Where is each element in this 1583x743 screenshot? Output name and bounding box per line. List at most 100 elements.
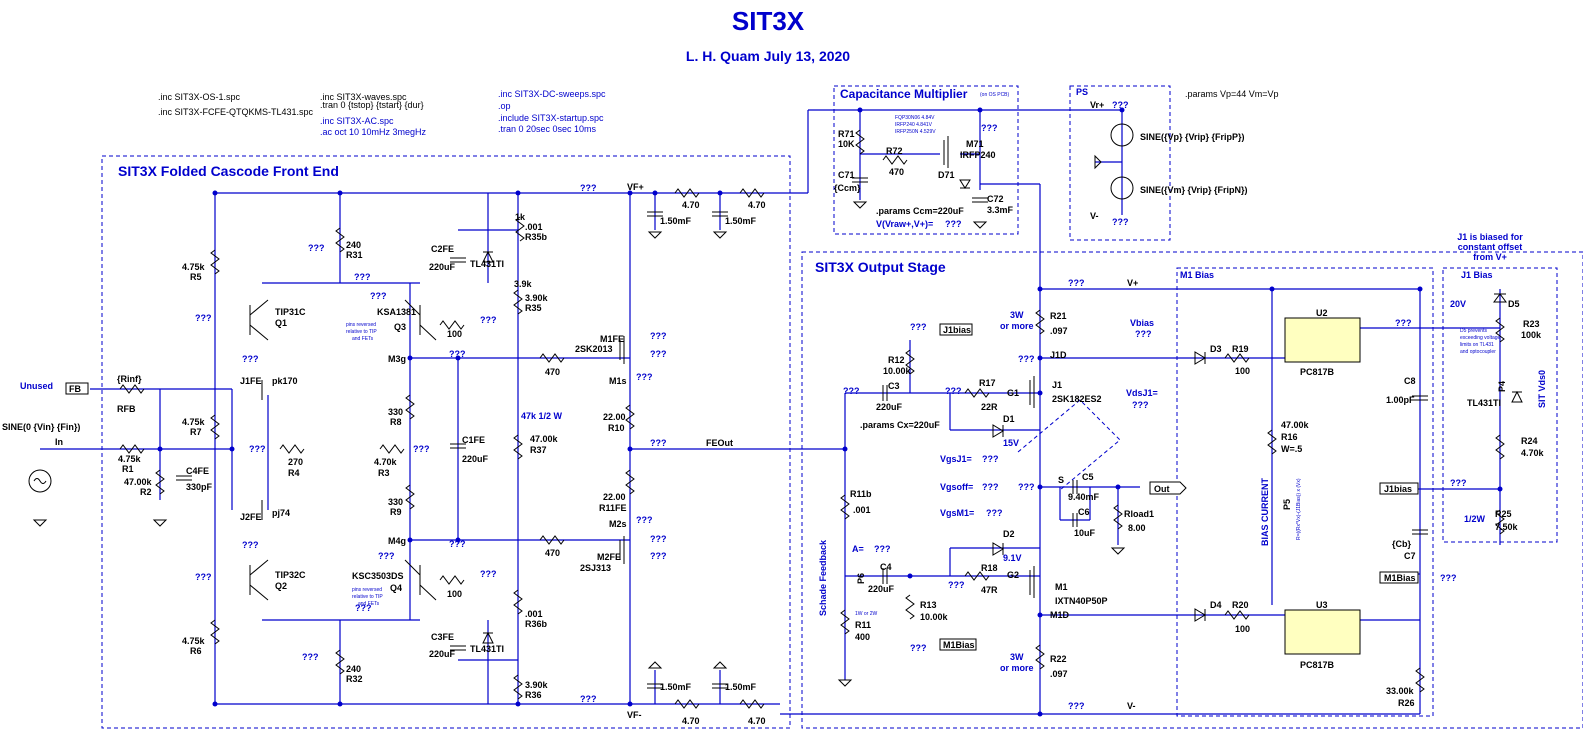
d2-value: 9.1V <box>1003 553 1022 563</box>
vgsm1-label: VgsM1= <box>940 508 974 518</box>
u2-type: PC817B <box>1300 367 1335 377</box>
vfm-label: VF- <box>627 710 642 720</box>
r11-value: 400 <box>855 632 870 642</box>
vminus-label: V- <box>1127 701 1136 711</box>
c8-value: 1.00pF <box>1386 395 1415 405</box>
r11fe-value: 22.00 <box>603 492 626 502</box>
output-stage-labels: ??? V+ ??? V- 3W or more R21 .097 3W or … <box>818 278 1547 711</box>
fb-label: FB <box>69 384 81 394</box>
unk-r18: ??? <box>948 580 965 590</box>
directive-include-startup: .include SIT3X-startup.spc <box>498 113 604 123</box>
cap-mult-note: (on OS PCB) <box>980 92 1010 98</box>
r470-vfp-2: 4.70 <box>748 200 766 210</box>
r4-label: R4 <box>288 468 300 478</box>
rload-label: Rload1 <box>1124 509 1154 519</box>
c1fe-label: C1FE <box>462 435 485 445</box>
unk-vfm: ??? <box>580 694 597 704</box>
vgsoff-label: Vgsoff= <box>940 482 973 492</box>
in-label: In <box>55 437 63 447</box>
cap-mult-labels: R71 10K R72 470 C71 {Ccm} D71 M71 IRFP24… <box>834 115 1014 229</box>
ground-symbols <box>32 154 1126 687</box>
unk-m2s: ??? <box>636 515 653 525</box>
unk-m3g: ??? <box>449 349 466 359</box>
unk-r3: ??? <box>413 444 430 454</box>
r10-value: 22.00 <box>603 412 626 422</box>
unk-vdsj1: ??? <box>1132 400 1149 410</box>
r22-label: R22 <box>1050 654 1067 664</box>
r24-label: R24 <box>1521 436 1538 446</box>
r5-label: R5 <box>190 272 202 282</box>
r72-value: 470 <box>889 167 904 177</box>
r36b-value: .001 <box>525 609 543 619</box>
tl431-upper: TL431TI <box>470 259 504 269</box>
r1-value: 4.75k <box>118 454 142 464</box>
r16-label: R16 <box>1281 432 1298 442</box>
j1-type: 2SK182ES2 <box>1052 394 1102 404</box>
c15-vfp-2: 1.50mF <box>725 216 757 226</box>
directive-tran: .tran 0 {tstop} {tstart} {dur} <box>320 100 424 110</box>
r11-label: R11 <box>855 620 871 630</box>
rfb-label: RFB <box>117 404 136 414</box>
directive-op: .op <box>498 101 511 111</box>
dashed-annotation <box>1017 399 1121 491</box>
j1-note-line1: J1 is biased for <box>1457 232 1523 242</box>
tl431b-label: TL431TI <box>1467 398 1501 408</box>
r13-value: 10.00k <box>920 612 949 622</box>
m1-type: IXTN40P50P <box>1055 596 1108 606</box>
unk-vbias: ??? <box>1135 329 1152 339</box>
c4-label: C4 <box>880 562 892 572</box>
unk-r100b: ??? <box>480 569 497 579</box>
w12-label: 1/2W <box>1464 514 1486 524</box>
m2s-label: M2s <box>609 519 627 529</box>
q2-type: TIP32C <box>275 570 306 580</box>
unk-m1fe-1: ??? <box>650 331 667 341</box>
front-end-title: SIT3X Folded Cascode Front End <box>118 163 339 179</box>
unk-m1bias: ??? <box>1440 573 1457 583</box>
m1fe-label: M1FE <box>600 334 624 344</box>
ps-labels: Vr+ ??? SINE({Vp} {Vrip} {FripP}) SINE({… <box>1090 100 1248 227</box>
c1fe-value: 220uF <box>462 454 489 464</box>
u2-label: U2 <box>1316 308 1328 318</box>
unk-vvraw: ??? <box>945 219 962 229</box>
sine-n-label: SINE({Vm} {Vrip} {FripN}) <box>1140 185 1248 195</box>
unk-r31: ??? <box>308 243 325 253</box>
unk-mid: ??? <box>249 444 266 454</box>
q3-note-3: and FETs <box>352 336 374 342</box>
q4-note-2: relative to TIP <box>352 594 383 600</box>
c15-vfm-2: 1.50mF <box>725 682 757 692</box>
voltage-sources <box>28 123 1134 493</box>
m1bias-flag-label: M1Bias <box>943 640 975 650</box>
r6-label: R6 <box>190 646 202 656</box>
rload-value: 8.00 <box>1128 523 1146 533</box>
m71-label: M71 <box>966 139 984 149</box>
unk-q1: ??? <box>195 313 212 323</box>
c3fe-label: C3FE <box>431 632 454 642</box>
m71-type: IRFP240 <box>960 150 996 160</box>
d5-label: D5 <box>1508 299 1520 309</box>
m1bias-flag-right-label: M1Bias <box>1384 573 1416 583</box>
cap-mult-box <box>833 85 1019 235</box>
r35b-label: R35b <box>525 232 548 242</box>
r8-value: 330 <box>388 407 403 417</box>
unk-m2fe-1: ??? <box>650 534 667 544</box>
r5-value: 4.75k <box>182 262 206 272</box>
front-end-box <box>101 155 791 729</box>
c2fe-label: C2FE <box>431 244 454 254</box>
tl431-lower: TL431TI <box>470 644 504 654</box>
m1d-label: M1D <box>1050 610 1070 620</box>
r470-vfm-1: 4.70 <box>682 716 700 726</box>
m1-label: M1 <box>1055 582 1068 592</box>
j1-note-line2: constant offset <box>1458 242 1523 252</box>
r6-value: 4.75k <box>182 636 206 646</box>
capacitor-symbols <box>176 177 1428 689</box>
unk-r32: ??? <box>302 652 319 662</box>
c3-label: C3 <box>888 381 900 391</box>
front-end-unknowns: ??? ??? ??? ??? ??? ??? ??? ??? ??? ??? … <box>195 183 667 704</box>
u2-optocoupler <box>1284 317 1361 363</box>
unk-m1fe-2: ??? <box>650 349 667 359</box>
sine-in-label: SINE(0 {Vin} {Fin}) <box>2 422 80 432</box>
p6-label: P6 <box>856 573 866 584</box>
d71-label: D71 <box>938 170 955 180</box>
q4-label: Q4 <box>390 583 402 593</box>
